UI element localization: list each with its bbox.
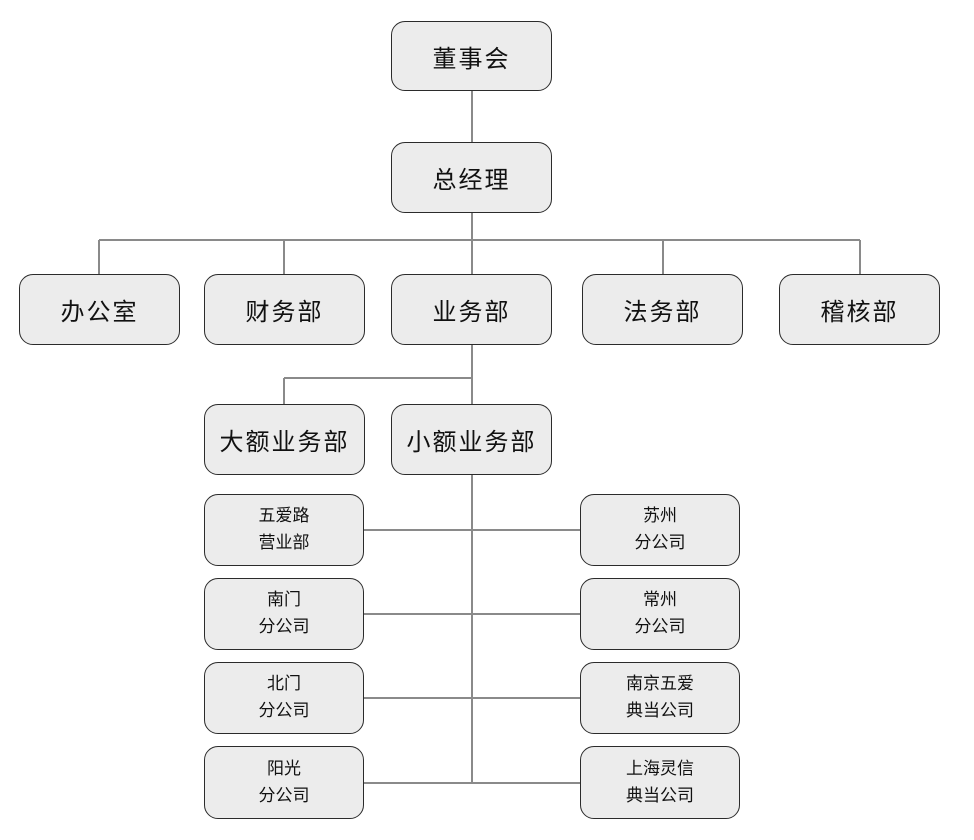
large-business-node: 大额业务部 xyxy=(204,404,365,475)
branch-shanghai-lingxin-node: 上海灵信 典当公司 xyxy=(580,746,740,819)
branch-label-line2: 典当公司 xyxy=(626,701,694,721)
branch-nanjing-wuai-node: 南京五爱 典当公司 xyxy=(580,662,740,734)
board-node: 董事会 xyxy=(391,21,552,91)
branch-label-line1: 南京五爱 xyxy=(626,674,694,694)
branch-label-line1: 苏州 xyxy=(643,506,677,526)
dept-business-node: 业务部 xyxy=(391,274,552,345)
small-business-node: 小额业务部 xyxy=(391,404,552,475)
general-manager-label: 总经理 xyxy=(432,166,511,194)
dept-audit-label: 稽核部 xyxy=(820,298,899,326)
large-business-label: 大额业务部 xyxy=(219,428,350,456)
branch-nanmen-node: 南门 分公司 xyxy=(204,578,364,650)
branch-label-line1: 常州 xyxy=(643,590,677,610)
branch-label-line2: 营业部 xyxy=(258,533,310,553)
dept-business-label: 业务部 xyxy=(432,298,511,326)
dept-audit-node: 稽核部 xyxy=(779,274,940,345)
dept-legal-label: 法务部 xyxy=(623,298,702,326)
branch-label-line1: 五爱路 xyxy=(258,506,310,526)
branch-beimen-node: 北门 分公司 xyxy=(204,662,364,734)
branch-label-line2: 分公司 xyxy=(634,533,686,553)
branch-yangguang-node: 阳光 分公司 xyxy=(204,746,364,819)
branch-label-line1: 阳光 xyxy=(267,758,301,779)
branch-label-line2: 分公司 xyxy=(634,617,686,637)
branch-label-line1: 北门 xyxy=(267,674,301,694)
branch-label-line2: 分公司 xyxy=(258,617,310,637)
branch-label-line1: 上海灵信 xyxy=(626,758,694,779)
dept-office-label: 办公室 xyxy=(60,298,139,326)
small-business-label: 小额业务部 xyxy=(406,428,537,456)
branch-label-line1: 南门 xyxy=(267,590,301,610)
general-manager-node: 总经理 xyxy=(391,142,552,213)
dept-finance-node: 财务部 xyxy=(204,274,365,345)
branch-suzhou-node: 苏州 分公司 xyxy=(580,494,740,566)
branch-changzhou-node: 常州 分公司 xyxy=(580,578,740,650)
branch-wuai-road-node: 五爱路 营业部 xyxy=(204,494,364,566)
dept-finance-label: 财务部 xyxy=(245,298,324,326)
branch-label-line2: 分公司 xyxy=(258,785,310,806)
branch-label-line2: 典当公司 xyxy=(626,785,694,806)
dept-office-node: 办公室 xyxy=(19,274,180,345)
dept-legal-node: 法务部 xyxy=(582,274,743,345)
board-label: 董事会 xyxy=(432,44,511,73)
branch-label-line2: 分公司 xyxy=(258,701,310,721)
